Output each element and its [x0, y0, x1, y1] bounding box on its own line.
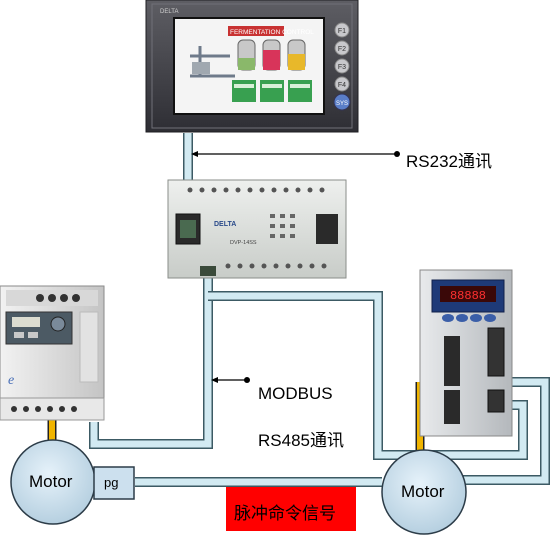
svg-text:e: e: [8, 373, 14, 388]
pg-label: pg: [104, 475, 119, 490]
svg-text:F2: F2: [338, 46, 346, 53]
vfd-drive: e: [0, 285, 105, 421]
motor-left-label: Motor: [29, 472, 73, 491]
hmi-panel: DELTA FERMENTATION CONTROL F1 F2 F3 F4: [145, 0, 359, 133]
callout-pointers: [191, 151, 400, 383]
svg-text:F4: F4: [338, 82, 346, 89]
svg-text:F3: F3: [338, 64, 346, 71]
svg-text:SYS: SYS: [336, 101, 348, 107]
rs232-label: RS232通讯: [406, 152, 492, 171]
hmi-function-keys: F1 F2 F3 F4 SYS: [333, 22, 351, 111]
plc-model-text: DVP-14SS: [230, 240, 257, 246]
servo-display-text: 88888: [450, 289, 486, 303]
motor-right: [381, 449, 467, 535]
pulse-command-label: 脉冲命令信号: [234, 504, 336, 523]
hmi-screen-title: FERMENTATION CONTROL: [230, 29, 314, 36]
motor-right-label: Motor: [401, 482, 445, 501]
rs485-label: RS485通讯: [258, 431, 344, 450]
plc-unit: DELTA DVP-14SS: [167, 179, 347, 279]
modbus-label: MODBUS: [258, 384, 333, 403]
pg-encoder-box: [93, 466, 135, 500]
svg-text:F1: F1: [338, 28, 346, 35]
hmi-brand-text: DELTA: [160, 9, 178, 15]
servo-drive: 88888: [419, 269, 513, 437]
plc-brand-text: DELTA: [214, 221, 236, 228]
pulse-command-box: [226, 487, 356, 531]
